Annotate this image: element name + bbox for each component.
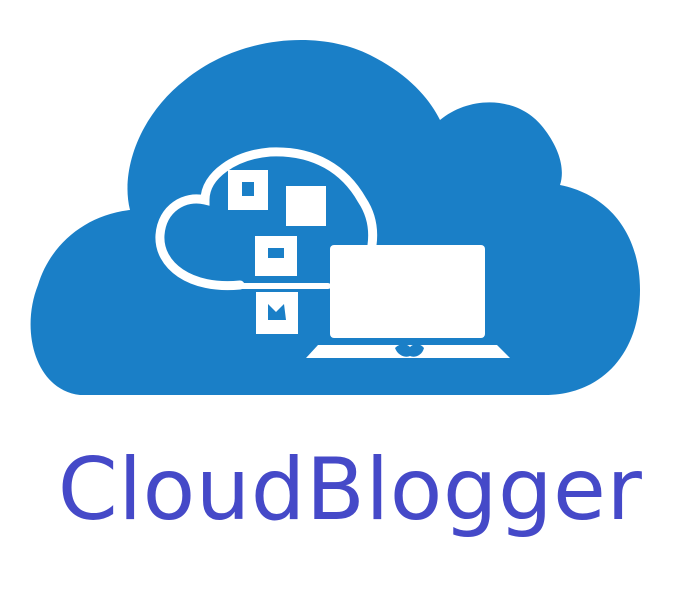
inner-cloud-outline-icon [155, 147, 378, 291]
cloud-logo-icon [30, 40, 641, 396]
file-tiles-icon [228, 170, 326, 334]
cloud-icon [30, 40, 641, 396]
brand-name: CloudBlogger [57, 440, 643, 540]
laptop-icon [306, 245, 510, 358]
